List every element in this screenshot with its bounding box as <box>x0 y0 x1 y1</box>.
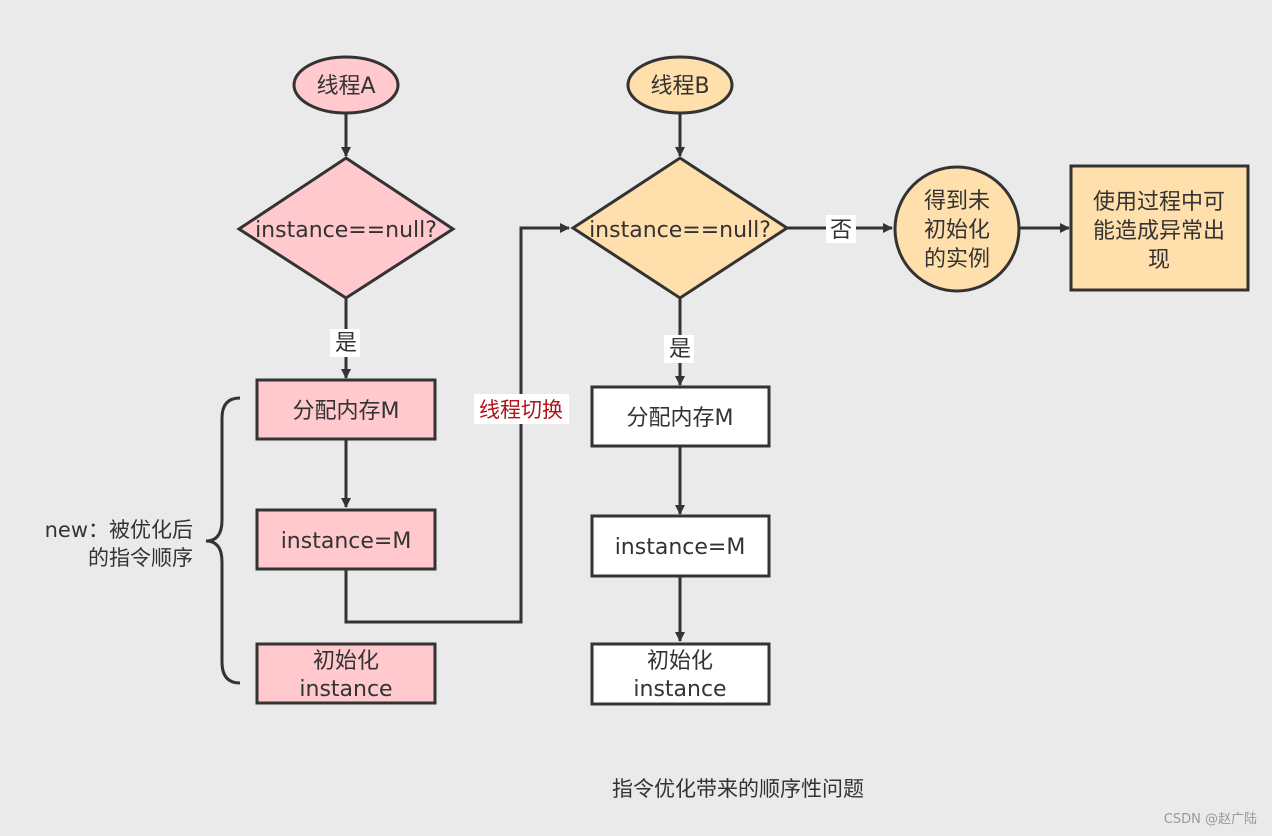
thread-b-init-label-line2: instance <box>633 677 726 702</box>
thread-b-start-label: 线程B <box>650 74 709 99</box>
thread-a-alloc-label: 分配内存M <box>293 399 400 424</box>
note-line2: 的指令顺序 <box>88 546 193 570</box>
thread-b-result-node: 得到未 初始化 的实例 <box>893 165 1021 293</box>
thread-b-yes-label-bg <box>664 335 694 363</box>
thread-b-result-line3: 的实例 <box>924 247 990 272</box>
thread-b-init-box: 初始化 instance <box>590 642 771 706</box>
thread-b-assign-label: instance=M <box>615 535 746 560</box>
thread-a-assign-box: instance=M <box>255 508 437 571</box>
thread-b-decision-node: instance==null? <box>570 156 790 300</box>
watermark: CSDN @赵广陆 <box>1164 811 1257 827</box>
thread-a-decision-node: instance==null? <box>236 156 456 300</box>
thread-b-start-node: 线程B <box>626 55 734 115</box>
thread-a-start-label: 线程A <box>316 74 375 99</box>
thread-b-no-label: 否 <box>830 218 852 243</box>
thread-a-decision-label: instance==null? <box>255 218 437 243</box>
thread-b-result-line2: 初始化 <box>924 218 990 243</box>
thread-b-result-line1: 得到未 <box>924 189 990 214</box>
thread-b-alloc-label: 分配内存M <box>627 406 734 431</box>
thread-a-yes-label: 是 <box>335 331 357 356</box>
thread-a-init-label-line1: 初始化 <box>313 649 379 674</box>
brace-bracket <box>205 396 241 685</box>
thread-a-start-node: 线程A <box>292 55 400 115</box>
switch-label-bg <box>474 394 569 424</box>
thread-b-outcome-line3: 现 <box>1148 248 1170 273</box>
thread-a-yes-label-bg <box>330 329 360 357</box>
thread-b-outcome-line2: 能造成异常出 <box>1093 219 1225 244</box>
thread-switch-label: 线程切换 <box>479 398 563 422</box>
note-line1: new：被优化后 <box>45 518 193 542</box>
thread-b-decision-label: instance==null? <box>589 218 771 243</box>
thread-a-assign-label: instance=M <box>281 529 412 554</box>
thread-b-outcome-box: 使用过程中可 能造成异常出 现 <box>1069 164 1250 292</box>
thread-a-init-label-line2: instance <box>299 677 392 702</box>
thread-b-outcome-line1: 使用过程中可 <box>1093 190 1225 215</box>
thread-a-init-box: 初始化 instance <box>255 642 437 705</box>
thread-b-assign-box: instance=M <box>590 514 771 578</box>
diagram-caption: 指令优化带来的顺序性问题 <box>612 777 864 801</box>
thread-b-alloc-box: 分配内存M <box>590 385 771 448</box>
thread-b-yes-label: 是 <box>669 337 691 362</box>
thread-b-init-label-line1: 初始化 <box>647 649 713 674</box>
thread-b-no-label-bg <box>826 215 856 243</box>
edge-thread-switch <box>344 223 570 624</box>
thread-a-alloc-box: 分配内存M <box>255 378 437 441</box>
